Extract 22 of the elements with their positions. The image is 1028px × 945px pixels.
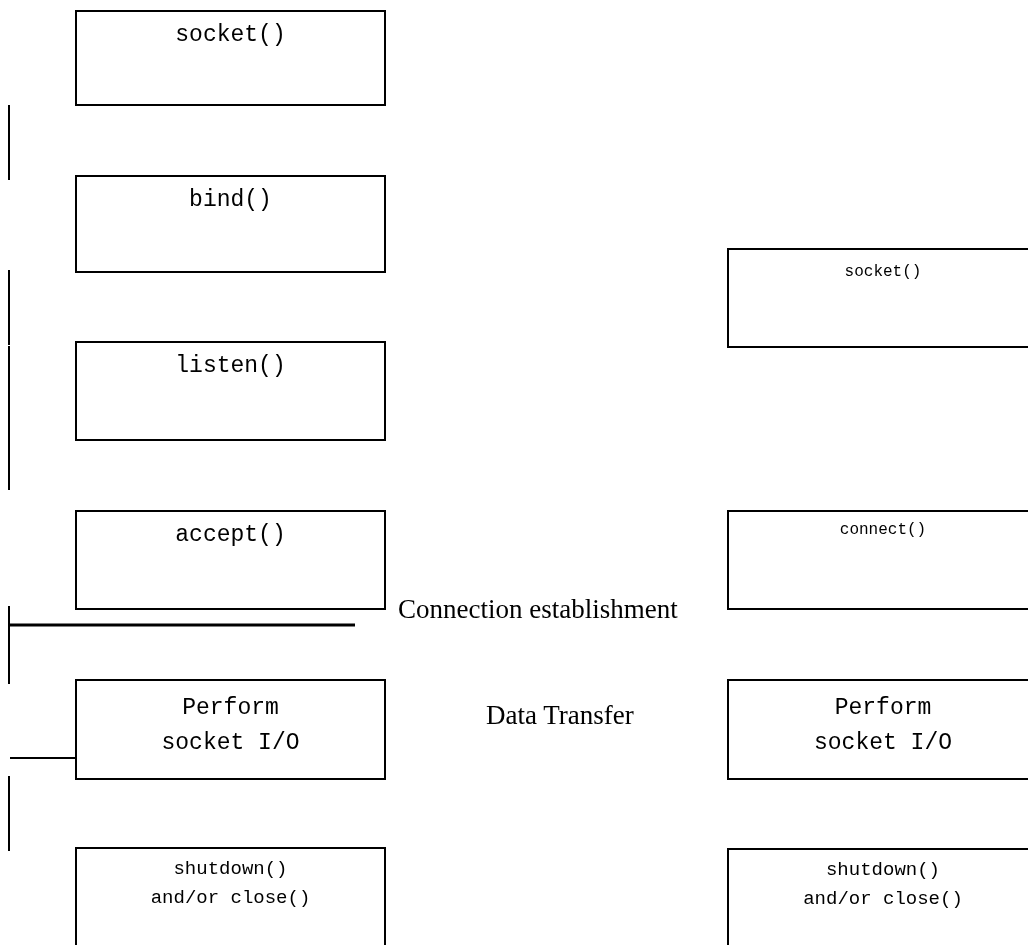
function-name: socket() xyxy=(844,262,922,283)
phase-label: Data Transfer xyxy=(486,702,634,729)
function-name: bind() xyxy=(189,186,272,215)
process-box xyxy=(727,679,1028,780)
process-box xyxy=(727,248,1028,348)
function-name: connect() xyxy=(839,520,927,541)
process-box xyxy=(727,510,1028,610)
phase-label: Connection establishment xyxy=(398,596,678,623)
function-name: listen() xyxy=(175,352,286,381)
function-name: shutdown() and/or close() xyxy=(802,858,964,912)
function-name: accept() xyxy=(175,521,286,550)
process-box xyxy=(727,848,1028,945)
process-box xyxy=(75,175,386,273)
function-name: socket() xyxy=(175,21,286,50)
function-name: shutdown() and/or close() xyxy=(149,857,312,911)
function-name: Perform socket I/O xyxy=(813,694,953,758)
process-box xyxy=(75,10,386,106)
process-box xyxy=(75,510,386,610)
function-name: Perform socket I/O xyxy=(160,694,301,758)
process-box xyxy=(75,847,386,945)
process-box xyxy=(75,341,386,441)
process-box xyxy=(75,679,386,780)
